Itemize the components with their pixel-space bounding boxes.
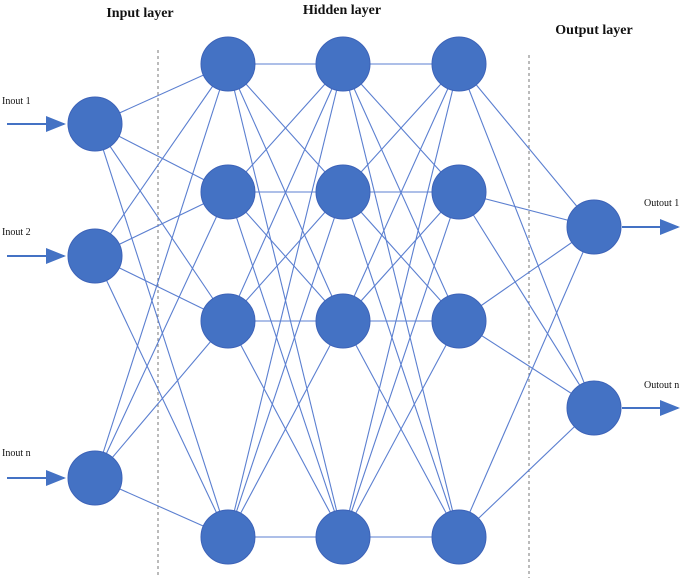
neuron-output-1 (566, 199, 622, 255)
neuron-hidden1-2 (200, 164, 256, 220)
io-arrows (7, 116, 680, 486)
neuron-input-3 (67, 450, 123, 506)
neuron-hidden3-3 (431, 293, 487, 349)
neuron-hidden3-4 (431, 509, 487, 565)
edge-hidden1-3-to-hidden2-2 (227, 191, 344, 322)
edge-hidden2-4-to-hidden3-1 (342, 63, 460, 538)
neuron-hidden2-2 (315, 164, 371, 220)
output-layer-title: Output layer (555, 23, 632, 38)
neuron-input-1 (67, 96, 123, 152)
input-layer-title: Input layer (106, 6, 173, 21)
edge-hidden3-1-to-output-1 (458, 63, 595, 228)
edge-hidden2-4-to-hidden3-3 (342, 320, 460, 538)
neurons (67, 36, 622, 565)
neuron-hidden3-1 (431, 36, 487, 92)
neuron-hidden3-2 (431, 164, 487, 220)
edge-input-1-to-hidden1-4 (94, 123, 229, 538)
edge-input-1-to-hidden1-3 (94, 123, 229, 322)
input-label-n: Inout n (2, 448, 31, 459)
edge-hidden3-4-to-output-1 (458, 226, 595, 538)
edge-hidden1-4-to-hidden2-1 (227, 63, 344, 538)
neuron-hidden2-3 (315, 293, 371, 349)
edge-hidden3-1-to-output-2 (458, 63, 595, 409)
output-label-n: Outout n (644, 380, 679, 391)
input-label-2: Inout 2 (2, 227, 31, 238)
hidden-layer-title: Hidden layer (303, 3, 381, 18)
neuron-input-2 (67, 228, 123, 284)
edge-hidden2-4-to-hidden3-2 (342, 191, 460, 538)
neuron-hidden2-1 (315, 36, 371, 92)
edge-hidden1-4-to-hidden2-3 (227, 320, 344, 538)
neuron-output-2 (566, 380, 622, 436)
edge-input-3-to-hidden1-3 (94, 320, 229, 479)
edge-hidden3-2-to-output-2 (458, 191, 595, 409)
edge-hidden1-3-to-hidden2-1 (227, 63, 344, 322)
neuron-hidden1-3 (200, 293, 256, 349)
neuron-hidden1-1 (200, 36, 256, 92)
edge-hidden1-2-to-hidden2-1 (227, 63, 344, 193)
edge-hidden1-4-to-hidden2-2 (227, 191, 344, 538)
neuron-hidden1-4 (200, 509, 256, 565)
neuron-hidden2-4 (315, 509, 371, 565)
input-label-1: Inout 1 (2, 96, 31, 107)
edge-input-2-to-hidden1-1 (94, 63, 229, 257)
edge-input-2-to-hidden1-4 (94, 255, 229, 538)
edge-input-3-to-hidden1-1 (94, 63, 229, 479)
output-label-1: Outout 1 (644, 198, 679, 209)
edge-hidden2-3-to-hidden3-1 (342, 63, 460, 322)
edge-hidden3-4-to-output-2 (458, 407, 595, 538)
edge-hidden2-3-to-hidden3-2 (342, 191, 460, 322)
edge-input-3-to-hidden1-2 (94, 191, 229, 479)
edge-hidden2-2-to-hidden3-1 (342, 63, 460, 193)
